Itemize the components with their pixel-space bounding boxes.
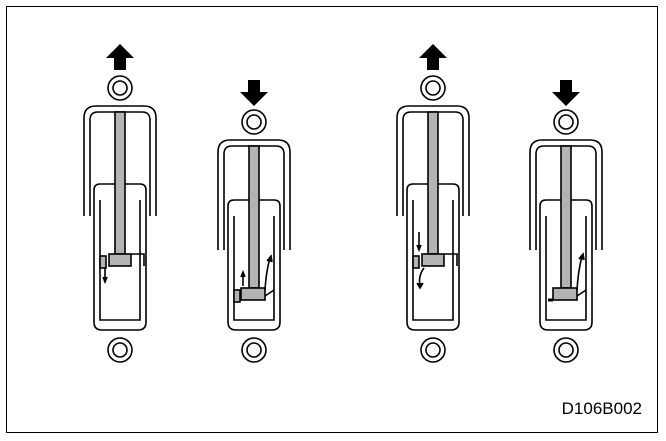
valve-block [99,255,107,269]
arrow-up-icon [419,44,447,70]
arrow-down-icon [552,80,580,106]
cylinder-outer [93,183,147,331]
outer-cover [83,105,157,216]
flow-arrow-head [416,244,422,253]
flow-arrow-head [102,276,108,285]
flow-arrow-head [266,254,273,263]
outer-cover [396,105,470,216]
arrow-down-icon [240,80,268,106]
rebound-valve [131,253,145,266]
compression-valve [264,289,275,297]
outer-cover [529,139,603,250]
flow-arrow-curve-head [416,282,424,290]
flow-arrow-head [578,252,585,261]
shock-1 [83,44,157,363]
piston [552,287,578,301]
top-mount-eye [420,75,446,101]
shock-3 [396,44,470,363]
valve-block [412,255,420,269]
bottom-mount-eye [420,337,446,363]
figure-code: D106B002 [561,399,642,418]
bottom-mount-eye [241,337,267,363]
piston-rod [560,145,572,289]
cylinder-outer [406,183,460,331]
flow-arrow-small-head [240,269,246,278]
bottom-mount-eye [107,337,133,363]
piston-rod [248,145,260,289]
compression-valve [576,289,587,297]
arrow-up-icon [106,44,134,70]
flow-arrow [264,257,271,291]
shock-4 [529,80,603,363]
outer-cover [217,139,291,250]
piston-rod [114,111,126,255]
top-mount-eye [107,75,133,101]
figure-frame [6,6,658,433]
piston [421,253,445,267]
rebound-valve [444,253,458,266]
top-mount-eye [241,109,267,135]
shock-2 [217,80,291,363]
piston [240,287,266,301]
cylinder-inner [233,216,275,321]
cylinder-inner [545,216,587,321]
flow-arrow [576,255,583,291]
cylinder-outer [539,199,593,331]
bottom-mount-eye [553,337,579,363]
top-mount-eye [553,109,579,135]
cylinder-outer [227,199,281,331]
piston-rod [427,111,439,255]
valve-block [233,289,241,303]
piston [108,253,132,267]
